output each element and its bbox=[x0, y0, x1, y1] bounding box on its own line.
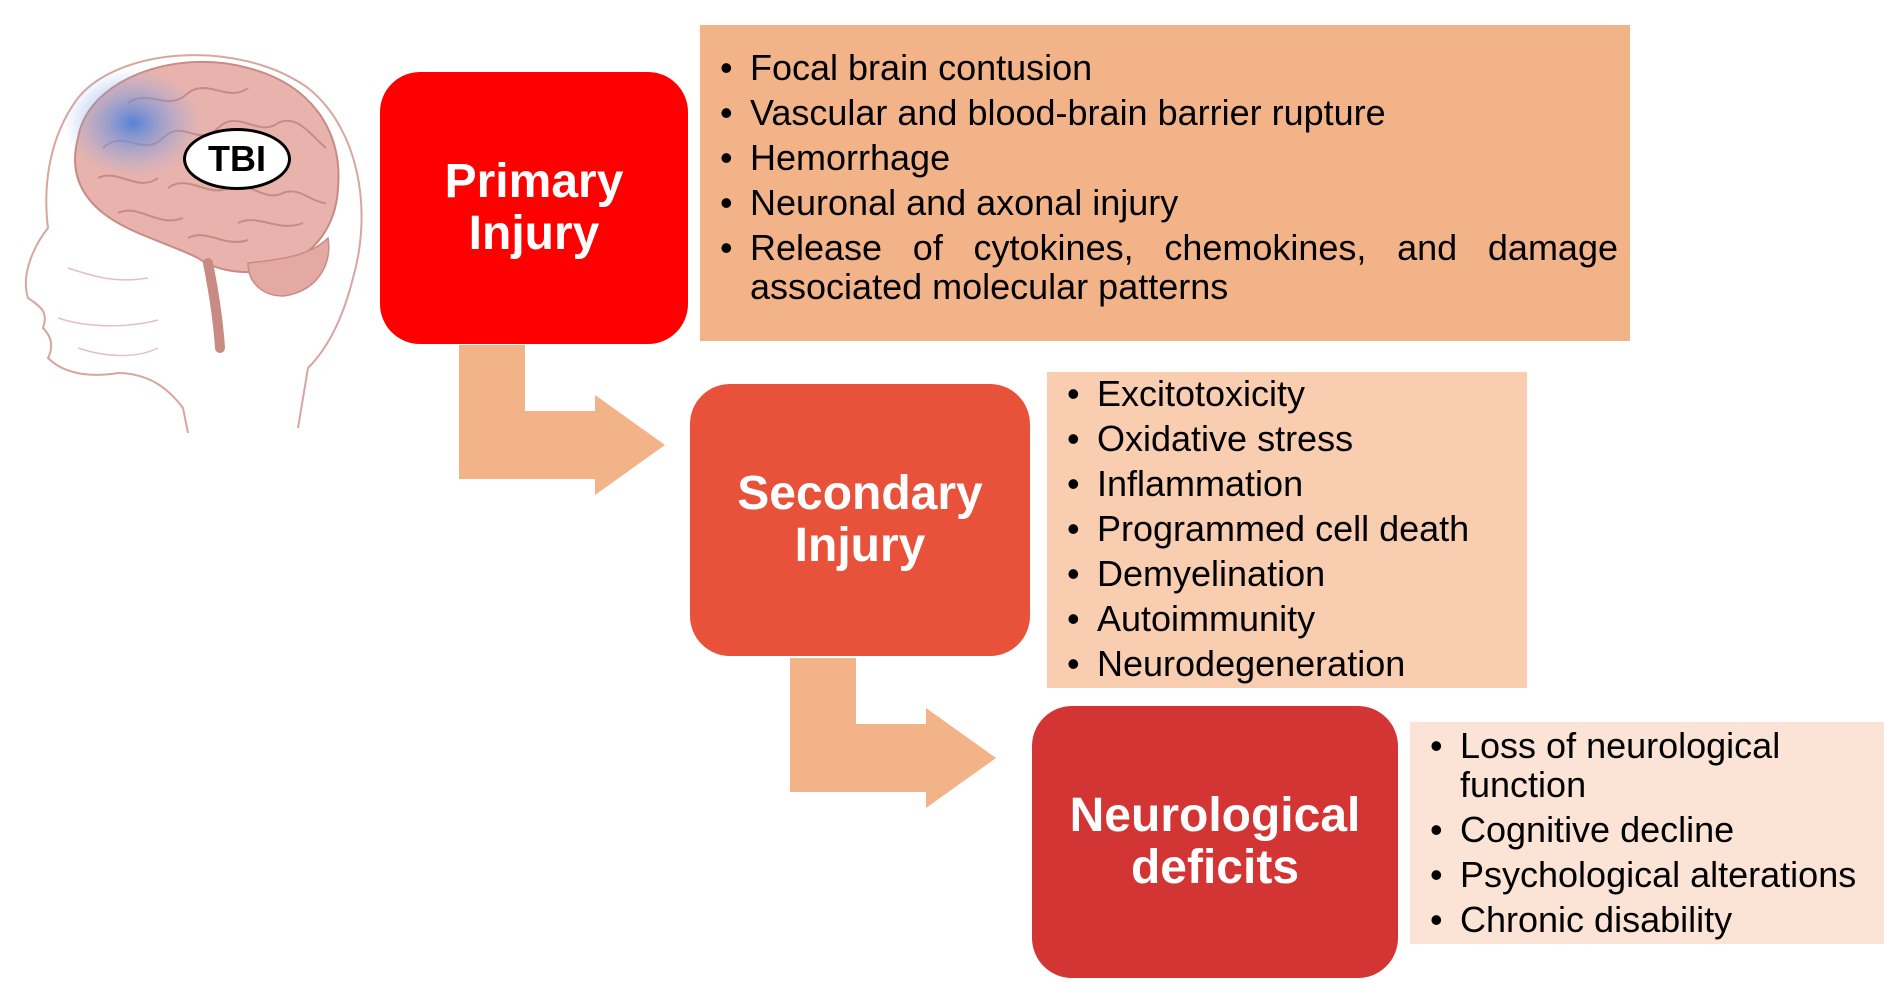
list-item: Neurodegeneration bbox=[1057, 644, 1517, 683]
neurological-deficits-list: Loss of neurological function Cognitive … bbox=[1410, 722, 1884, 944]
list-item: Cognitive decline bbox=[1420, 810, 1876, 849]
list-item: Programmed cell death bbox=[1057, 509, 1517, 548]
stage-title-line1: Neurological bbox=[1069, 789, 1361, 842]
stage-title-line2: Injury bbox=[794, 519, 926, 572]
secondary-injury-box: Secondary Injury bbox=[690, 384, 1030, 656]
list-item: Release of cytokines, chemokines, and da… bbox=[710, 228, 1618, 306]
list-item: Chronic disability bbox=[1420, 900, 1876, 939]
list-item: Oxidative stress bbox=[1057, 419, 1517, 458]
primary-injury-list: Focal brain contusion Vascular and blood… bbox=[700, 25, 1630, 341]
tbi-label: TBI bbox=[208, 138, 266, 179]
list-item: Neuronal and axonal injury bbox=[710, 183, 1618, 222]
list-item: Demyelination bbox=[1057, 554, 1517, 593]
stage-title-line2: deficits bbox=[1130, 841, 1300, 894]
secondary-injury-list: Excitotoxicity Oxidative stress Inflamma… bbox=[1047, 372, 1527, 688]
list-item: Vascular and blood-brain barrier rupture bbox=[710, 93, 1618, 132]
stage-title-line1: Secondary bbox=[737, 467, 983, 520]
list-item: Focal brain contusion bbox=[710, 48, 1618, 87]
list-item: Inflammation bbox=[1057, 464, 1517, 503]
list-item: Autoimmunity bbox=[1057, 599, 1517, 638]
stage-title-line1: Primary bbox=[444, 155, 624, 208]
primary-injury-box: Primary Injury bbox=[380, 72, 688, 344]
arrow-secondary-to-deficits bbox=[790, 658, 996, 808]
list-item: Loss of neurological function bbox=[1420, 726, 1876, 804]
arrow-primary-to-secondary bbox=[459, 345, 665, 495]
stage-title-line2: Injury bbox=[468, 207, 600, 260]
list-item: Excitotoxicity bbox=[1057, 374, 1517, 413]
neurological-deficits-box: Neurological deficits bbox=[1032, 706, 1398, 978]
brain-head-icon: TBI bbox=[8, 28, 368, 438]
tbi-oval: TBI bbox=[183, 128, 291, 190]
list-item: Hemorrhage bbox=[710, 138, 1618, 177]
list-item: Psychological alterations bbox=[1420, 855, 1876, 894]
